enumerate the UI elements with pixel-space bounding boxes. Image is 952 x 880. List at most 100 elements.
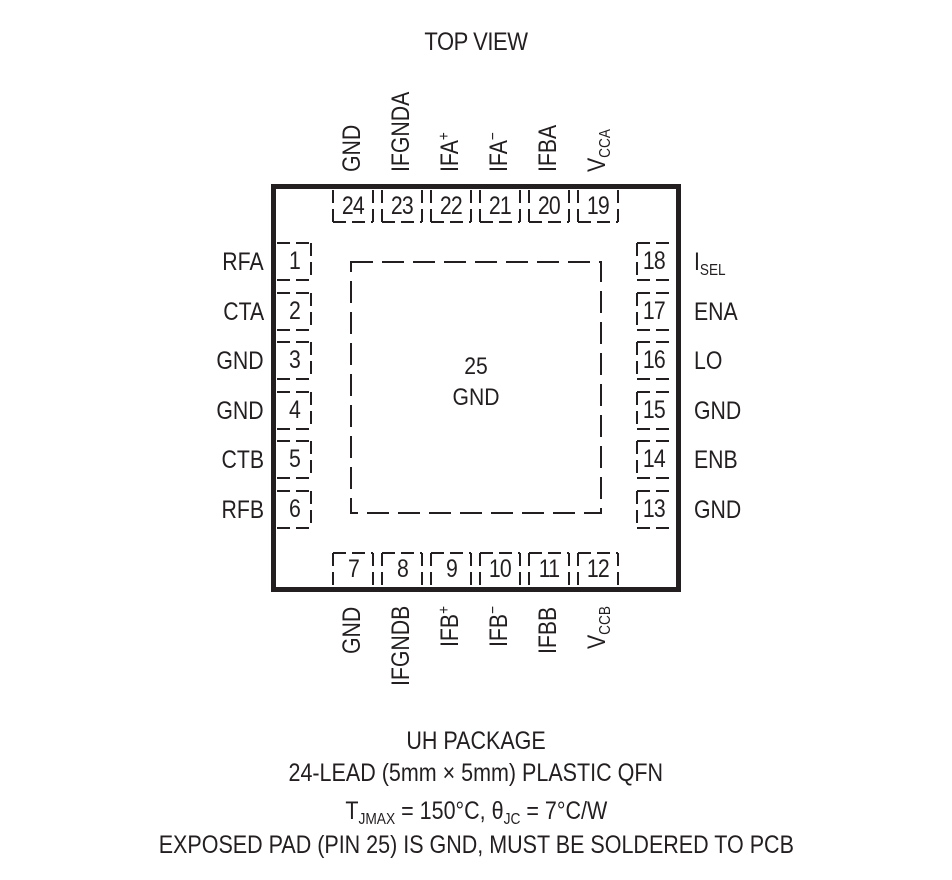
- pin-pad-dashed-outline: [277, 390, 312, 430]
- pin-pad-dashed-outline: [277, 490, 312, 529]
- pin-pad: 7: [332, 552, 374, 586]
- pin-pad-dashed-outline: [577, 552, 619, 585]
- pin-pad: 15: [636, 390, 672, 430]
- pin-number: 2: [276, 292, 312, 331]
- pin-label-gnd: GND: [184, 348, 264, 374]
- pin-label-ifba: IFBA: [534, 116, 562, 172]
- pin-name-base: GND: [338, 124, 366, 172]
- pin-pad: 3: [276, 341, 312, 381]
- pin-label-ena: ENA: [694, 299, 794, 325]
- pin-number-text: 10: [489, 554, 512, 583]
- pin-pad: 21: [479, 189, 521, 223]
- tjmax-subscript: JMAX: [358, 811, 395, 828]
- pin-name-text: ENB: [694, 446, 738, 475]
- pin-number: 18: [636, 242, 672, 281]
- pin-pad-dashed-outline: [528, 190, 570, 223]
- pin-number: 19: [577, 189, 619, 223]
- pin-label-ifb: IFB+: [436, 599, 464, 647]
- exposed-pad-note: EXPOSED PAD (PIN 25) IS GND, MUST BE SOL…: [158, 831, 794, 859]
- pin-number: 22: [430, 189, 472, 223]
- pin-number-text: 20: [538, 191, 561, 220]
- pin-label-rfb: RFB: [184, 497, 265, 523]
- pin-pad: 10: [479, 552, 521, 586]
- pin-label-text: IFB−: [485, 605, 513, 647]
- pin-label-cta: CTA: [184, 299, 264, 325]
- pin-pad-dashed-outline: [277, 242, 312, 281]
- pin-pad-dashed-outline: [381, 190, 423, 223]
- thermal-specs: TJMAX = 150°C, θJC = 7°C/W: [0, 795, 952, 828]
- pin-number: 16: [636, 341, 672, 380]
- pin-label-text: GND: [217, 398, 264, 424]
- pin-label-text: CTA: [223, 299, 264, 325]
- pin-name-subscript: SEL: [699, 262, 726, 279]
- pin-number: 3: [276, 341, 312, 380]
- pin-pad-dashed-outline: [479, 552, 521, 585]
- pin-number: 7: [332, 552, 374, 586]
- pin-name-base: IFA: [436, 140, 464, 172]
- pin-number-text: 17: [643, 296, 666, 325]
- pin-number-text: 21: [489, 191, 512, 220]
- pin-pad: 8: [381, 552, 423, 586]
- pin-number-text: 1: [288, 247, 301, 275]
- pin-pad-dashed-outline: [430, 552, 472, 585]
- pin-label-text: IFA−: [485, 132, 513, 172]
- pin-number-text: 9: [445, 554, 458, 583]
- pin-number: 17: [636, 292, 672, 331]
- pin-pad-dashed-outline: [332, 552, 374, 585]
- pin-number-text: 16: [643, 346, 666, 375]
- exposed-pad-name: GND: [452, 384, 500, 411]
- pin-label-vcca: VCCA: [583, 122, 614, 172]
- pin-number: 12: [577, 552, 619, 586]
- theta-subscript: JC: [503, 811, 521, 828]
- pin-number-text: 4: [288, 395, 301, 424]
- pin-number: 24: [332, 189, 374, 223]
- pin-number-text: 23: [391, 191, 414, 220]
- pin-name-text: RFA: [222, 248, 264, 276]
- pin-pad-dashed-outline: [381, 552, 423, 585]
- tjmax-symbol: T: [345, 797, 359, 825]
- pin-name-base: IFB: [436, 613, 464, 647]
- pin-pad-dashed-outline: [332, 190, 374, 223]
- pin-label-gnd: GND: [338, 598, 366, 654]
- pin-pad-dashed-outline: [277, 341, 312, 381]
- pin-label-text: ISEL: [694, 248, 726, 279]
- theta-value: = 7°C/W: [520, 797, 607, 825]
- pin-name-base: IFBA: [534, 124, 562, 172]
- pin-label-ifgnda: IFGNDA: [387, 78, 415, 172]
- pin-label-text: VCCB: [583, 606, 614, 649]
- pin-pad: 18: [636, 242, 672, 281]
- pin-name-base: GND: [338, 606, 366, 654]
- pin-label-text: GND: [694, 398, 741, 424]
- pin-label-text: IFGNDB: [387, 605, 415, 686]
- pin-name-superscript: +: [436, 605, 453, 614]
- pin-pad-dashed-outline: [277, 440, 312, 480]
- pin-label-text: IFBB: [534, 606, 562, 654]
- pin-name-base: I: [694, 248, 700, 276]
- diagram-title: TOP VIEW: [424, 28, 528, 56]
- pin-label-text: LO: [694, 348, 722, 374]
- pin-pad: 14: [636, 440, 672, 480]
- pin-label-text: RFA: [223, 249, 264, 275]
- pin-label-gnd: GND: [184, 398, 264, 424]
- pin-number: 6: [276, 490, 312, 529]
- pin-name-superscript: −: [485, 605, 502, 614]
- pin-label-ctb: CTB: [184, 447, 265, 473]
- pin-name-base: V: [583, 157, 611, 172]
- pin-label-ifa: IFA+: [436, 125, 464, 172]
- pin-number-text: 22: [440, 191, 463, 220]
- pin-pad-dashed-outline: [636, 490, 671, 529]
- pin-number: 21: [479, 189, 521, 223]
- pin-name-base: IFBB: [534, 606, 562, 654]
- pin-pad-dashed-outline: [636, 341, 671, 381]
- pin-name-text: GND: [216, 396, 264, 425]
- pin-label-isel: ISEL: [694, 248, 794, 279]
- pin-name-base: IFGNDB: [387, 605, 415, 686]
- pin-label-rfa: RFA: [184, 249, 264, 275]
- pin-number-text: 8: [396, 554, 409, 583]
- pin-number: 11: [528, 552, 570, 586]
- pin-pad: 6: [276, 490, 312, 529]
- pin-pad-dashed-outline: [577, 190, 619, 223]
- pin-pad: 2: [276, 291, 312, 331]
- pin-name-superscript: −: [485, 132, 502, 141]
- pin-number-text: 7: [347, 554, 360, 583]
